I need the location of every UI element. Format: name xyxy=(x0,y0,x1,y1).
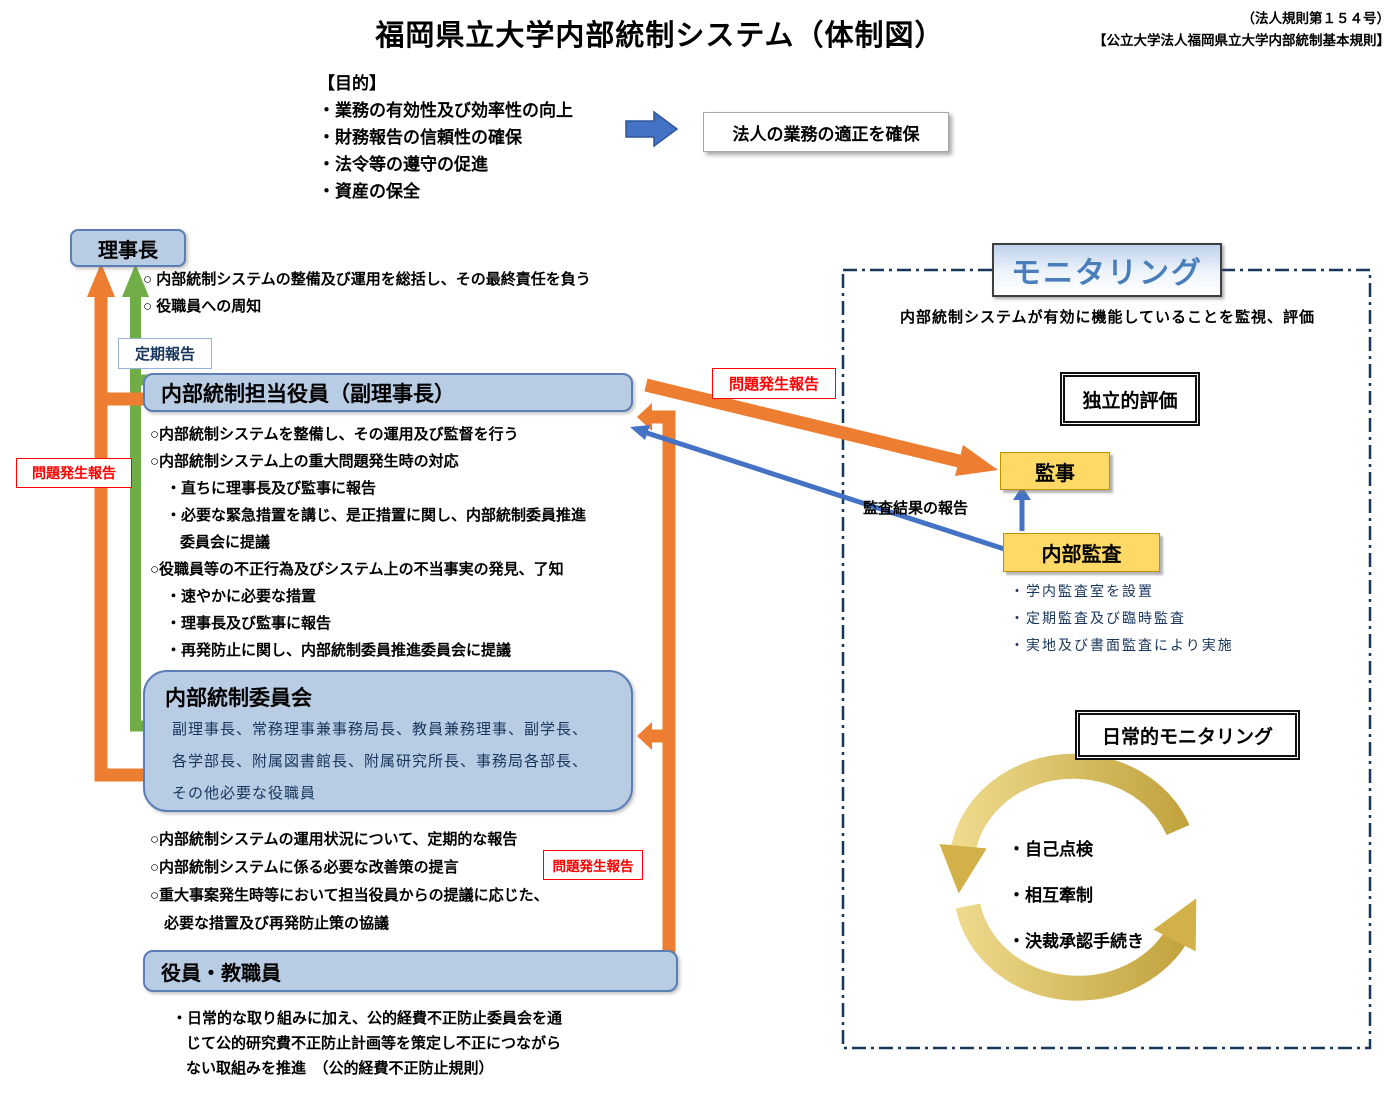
control-officer-box: 内部統制担当役員（副理事長） xyxy=(143,373,633,412)
purpose-arrow-icon xyxy=(625,110,679,148)
goal-box: 法人の業務の適正を確保 xyxy=(703,112,949,152)
committee-member-line: その他必要な役職員 xyxy=(172,785,317,802)
officer-bullet: ・速やかに必要な措置 xyxy=(166,588,317,605)
daily-monitoring-cycle-items: ・自己点検 ・相互牽制 ・決裁承認手続き xyxy=(1008,827,1144,965)
committee-bullet: ○重大事案発生時等において担当役員からの提議に応じた、 xyxy=(150,887,549,904)
internal-audit-item: ・定期監査及び臨時監査 xyxy=(1010,610,1186,626)
officer-bullet: ・再発防止に関し、内部統制委員推進委員会に提議 xyxy=(166,642,512,659)
control-officer-bullets: ○内部統制システムを整備し、その運用及び監督を行う ○内部統制システム上の重大問… xyxy=(150,421,586,664)
officer-bullet: ○役職員等の不正行為及びシステム上の不当事実の発見、了知 xyxy=(150,561,564,578)
staff-note-line: ない取組みを推進 （公的経費不正防止規則） xyxy=(186,1060,494,1077)
president-duty: ○ 役職員への周知 xyxy=(143,298,262,315)
officer-bullet: 委員会に提議 xyxy=(180,534,271,551)
internal-audit-item: ・実地及び書面監査により実施 xyxy=(1010,637,1234,653)
regulation-number: （法人規則第１５４号） xyxy=(1241,11,1391,26)
staff-note: ・日常的な取り組みに加え、公的経費不正防止委員会を通 じて公的研究費不正防止計画… xyxy=(172,1006,562,1081)
cycle-item: ・決裁承認手続き xyxy=(1008,932,1144,951)
staff-note-line: じて公的研究費不正防止計画等を策定し不正につながら xyxy=(186,1035,562,1052)
officer-bullet: ・理事長及び監事に報告 xyxy=(166,615,332,632)
committee-member-line: 副理事長、常務理事兼事務局長、教員兼務理事、副学長、 xyxy=(172,721,589,738)
independent-evaluation-box: 独立的評価 xyxy=(1060,372,1200,426)
internal-audit-box: 内部監査 xyxy=(1003,533,1160,572)
cycle-item: ・相互牽制 xyxy=(1008,886,1093,905)
purpose-item: ・業務の有効性及び効率性の向上 xyxy=(318,101,573,120)
officer-bullet: ○内部統制システム上の重大問題発生時の対応 xyxy=(150,453,459,470)
monitoring-title-box: モニタリング xyxy=(992,243,1222,297)
purpose-item: ・法令等の遵守の促進 xyxy=(318,155,488,174)
president-duty: ○ 内部統制システムの整備及び運用を総括し、その最終責任を負う xyxy=(143,271,591,288)
purpose-item: ・資産の保全 xyxy=(318,182,420,201)
regulation-name: 【公立大学法人福岡県立大学内部統制基本規則】 xyxy=(1093,33,1390,48)
committee-bullets: ○内部統制システムの運用状況について、定期的な報告 ○内部統制システムに係る必要… xyxy=(150,826,549,938)
committee-bullet: ○内部統制システムの運用状況について、定期的な報告 xyxy=(150,831,518,848)
purpose-heading: 【目的】 xyxy=(318,74,386,93)
committee-members: 副理事長、常務理事兼事務局長、教員兼務理事、副学長、 各学部長、附属図書館長、附… xyxy=(172,714,588,810)
problem-report-label-top: 問題発生報告 xyxy=(712,368,836,399)
committee-box xyxy=(143,670,633,812)
periodic-report-label: 定期報告 xyxy=(118,338,212,369)
committee-bullet: 必要な措置及び再発防止策の協議 xyxy=(164,915,390,932)
audit-result-report-label: 監査結果の報告 xyxy=(863,500,969,517)
daily-monitoring-box: 日常的モニタリング xyxy=(1075,710,1300,760)
officer-bullet: ○内部統制システムを整備し、その運用及び監督を行う xyxy=(150,426,519,443)
officer-bullet: ・必要な緊急措置を講じ、是正措置に関し、内部統制委員推進 xyxy=(166,507,587,524)
purpose-item: ・財務報告の信頼性の確保 xyxy=(318,128,522,147)
problem-report-label-bottom: 問題発生報告 xyxy=(543,850,643,880)
internal-audit-item: ・学内監査室を設置 xyxy=(1010,583,1154,599)
purpose-list: 【目的】 ・業務の有効性及び効率性の向上 ・財務報告の信頼性の確保 ・法令等の遵… xyxy=(318,70,573,205)
committee-title: 内部統制委員会 xyxy=(165,687,312,710)
committee-member-line: 各学部長、附属図書館長、附属研究所長、事務局各部長、 xyxy=(172,753,589,770)
staff-note-line: ・日常的な取り組みに加え、公的経費不正防止委員会を通 xyxy=(172,1010,563,1027)
regulation-reference: （法人規則第１５４号） 【公立大学法人福岡県立大学内部統制基本規則】 xyxy=(1030,8,1390,52)
staff-box: 役員・教職員 xyxy=(143,950,678,992)
committee-bullet: ○内部統制システムに係る必要な改善策の提言 xyxy=(150,859,459,876)
monitoring-subtitle: 内部統制システムが有効に機能していることを監視、評価 xyxy=(899,309,1316,326)
problem-report-label-left: 問題発生報告 xyxy=(16,458,132,488)
cycle-item: ・自己点検 xyxy=(1008,840,1093,859)
internal-audit-items: ・学内監査室を設置 ・定期監査及び臨時監査 ・実地及び書面監査により実施 xyxy=(1010,578,1234,659)
president-box: 理事長 xyxy=(70,229,186,267)
page-title: 福岡県立大学内部統制システム（体制図） xyxy=(375,20,945,52)
officer-bullet: ・直ちに理事長及び監事に報告 xyxy=(166,480,377,497)
president-duties: ○ 内部統制システムの整備及び運用を総括し、その最終責任を負う ○ 役職員への周… xyxy=(143,266,591,320)
auditor-box: 監事 xyxy=(1000,452,1110,490)
